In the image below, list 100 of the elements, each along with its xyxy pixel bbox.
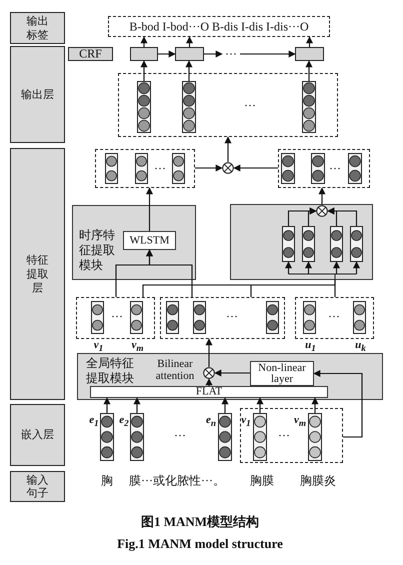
arrow (186, 36, 193, 47)
neuron-vector (348, 153, 362, 184)
neuron-vector (281, 153, 295, 184)
arrow (206, 378, 212, 386)
crf-cell (175, 47, 204, 61)
ellipsis: ··· (244, 99, 256, 113)
layer-name: 输入句子 (26, 472, 50, 500)
layer-name: 输出标签 (26, 14, 50, 42)
neuron-vector (330, 226, 343, 262)
arrow (146, 249, 193, 297)
arrow (224, 136, 232, 162)
vector-group (118, 73, 338, 137)
ellipsis: ··· (328, 310, 340, 324)
arrow (327, 208, 358, 226)
output-tag-box (108, 16, 330, 37)
block-label: WLSTM (128, 235, 170, 246)
block-label: FLAT (194, 386, 224, 398)
vector-symbol: u$_{k}$ (355, 338, 366, 354)
arrow (140, 36, 148, 47)
layer-label (10, 404, 65, 466)
arrow (146, 187, 153, 231)
input-token: 胸膜炎 (300, 474, 336, 488)
vector-group (278, 149, 370, 188)
vector-group (160, 297, 285, 339)
arrow (318, 187, 326, 205)
arrow (308, 208, 317, 226)
module-title: 全局特征提取模块 (86, 356, 135, 386)
neuron-vector (302, 226, 315, 262)
layer-block (90, 386, 328, 398)
multiply-operator (203, 367, 215, 379)
arrow (233, 164, 278, 172)
arrow (140, 60, 148, 81)
ellipsis: ··· (222, 47, 240, 61)
arrow (206, 338, 212, 367)
module-panel (230, 204, 373, 280)
arrow (158, 50, 176, 58)
neuron-vector (172, 153, 185, 184)
vector-group (240, 408, 343, 463)
vector-symbol: v$_{1}$ (94, 338, 104, 354)
ellipsis: ··· (278, 429, 290, 443)
arrow (222, 397, 228, 413)
layer-block (123, 231, 176, 250)
arrow (313, 370, 363, 438)
arrow (195, 164, 223, 172)
multiply-operator (316, 205, 328, 217)
vector-symbol: u$_{1}$ (305, 338, 316, 354)
connector-line (334, 280, 336, 297)
neuron-vector (182, 81, 196, 133)
crf-box (68, 47, 113, 61)
neuron-vector (266, 301, 279, 334)
arrow (312, 397, 318, 413)
layer-name: 嵌入层 (20, 428, 55, 442)
ellipsis: ··· (226, 310, 238, 324)
ellipsis: ··· (329, 162, 341, 176)
layer-label (10, 12, 65, 44)
neuron-vector (350, 226, 363, 262)
neuron-vector (193, 301, 206, 334)
arrow (240, 50, 296, 58)
neuron-vector (302, 81, 316, 133)
ellipsis: ··· (111, 310, 123, 324)
layer-name: 特征提取层 (26, 253, 50, 295)
input-token: 胸 (101, 474, 113, 488)
neuron-vector (135, 153, 148, 184)
neuron-vector (166, 301, 179, 334)
vector-symbol: v$_{1}$ (241, 414, 251, 428)
arrow (306, 36, 313, 47)
block-label: CRF (78, 47, 103, 61)
crf-cell (295, 47, 324, 61)
arrow (285, 261, 292, 274)
arrow (305, 261, 312, 274)
arrow (353, 261, 360, 274)
input-token: 膜···或化脓性···。 (129, 474, 225, 488)
multiply-operator (222, 162, 234, 174)
arrow (214, 370, 250, 376)
module-panel (77, 353, 383, 400)
arrow (333, 261, 340, 274)
figure-caption: 图1 MANM模型结构 (140, 513, 260, 531)
ellipsis: ··· (174, 429, 186, 443)
vector-symbol: e$_{n}$ (206, 414, 216, 428)
vector-group (95, 149, 195, 188)
ellipsis: ··· (154, 162, 166, 176)
module-title: 时序特征提取模块 (79, 228, 116, 273)
block-label: B-bod I-bod···O B-dis I-dis I-dis···O (128, 20, 310, 34)
vector-symbol: v$_{m}$ (294, 414, 306, 428)
layer-label (10, 148, 65, 400)
arrow (306, 60, 312, 81)
neuron-vector (137, 81, 151, 133)
vector-symbol: e$_{2}$ (119, 414, 129, 428)
crf-cell (130, 47, 158, 61)
neuron-vector (282, 226, 295, 262)
layer-label (10, 46, 65, 143)
arrow (204, 50, 223, 58)
arrow (104, 397, 110, 413)
input-token: 胸膜 (250, 474, 274, 488)
layer-block (250, 361, 314, 386)
vector-symbol: v$_{m}$ (132, 338, 144, 354)
module-panel (72, 205, 196, 280)
operator-caption: Bilinear attention (154, 358, 196, 382)
arrow (134, 397, 140, 413)
vector-symbol: e$_{1}$ (89, 414, 99, 428)
